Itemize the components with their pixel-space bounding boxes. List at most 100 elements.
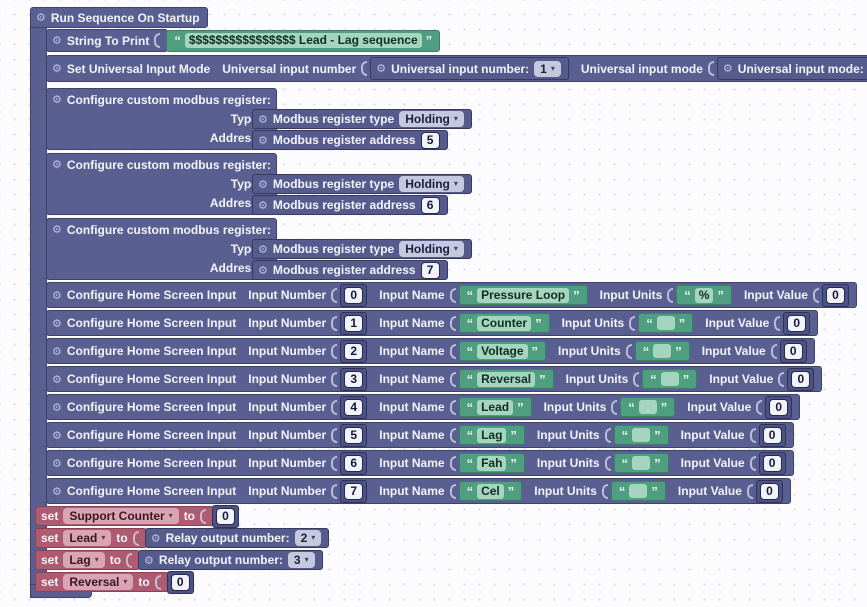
variable-dropdown[interactable]: Support Counter▾ bbox=[63, 508, 179, 524]
input-value-field[interactable]: 0 bbox=[769, 398, 789, 416]
universal-input-mode-block[interactable]: ⚙ Universal input mode: Analog ▾ input bbox=[716, 57, 867, 80]
input-number-field[interactable]: 4 bbox=[344, 398, 364, 416]
number-shadow-block[interactable]: 6 bbox=[340, 451, 368, 475]
number-shadow-block[interactable]: 3 bbox=[340, 367, 368, 391]
value-field[interactable]: 0 bbox=[216, 507, 236, 525]
address-field[interactable]: 6 bbox=[420, 196, 440, 214]
name-string-block[interactable]: “Cel” bbox=[458, 481, 523, 501]
units-field[interactable] bbox=[653, 344, 672, 358]
input-number-field[interactable]: 5 bbox=[344, 426, 364, 444]
value-shadow-block[interactable]: 0 bbox=[787, 367, 815, 391]
register-type-dropdown[interactable]: Holding▾ bbox=[399, 241, 464, 257]
configure-home-screen-input-block[interactable]: ⚙ Configure Home Screen Input Input Numb… bbox=[46, 422, 794, 448]
number-shadow-block[interactable]: 1 bbox=[340, 311, 368, 335]
name-string-block[interactable]: “Pressure Loop” bbox=[458, 285, 588, 305]
units-field[interactable] bbox=[660, 372, 679, 386]
string-literal-block[interactable]: “ $$$$$$$$$$$$$$$$ Lead - Lag sequence ” bbox=[166, 29, 441, 52]
set-variable-block[interactable]: set Lead▾ to ⚙ Relay output number: 2▾ bbox=[35, 528, 330, 548]
set-variable-block[interactable]: set Support Counter▾ to 0 bbox=[35, 504, 240, 528]
run-sequence-on-startup-block[interactable]: ⚙ Run Sequence On Startup bbox=[30, 7, 208, 28]
input-value-field[interactable]: 0 bbox=[825, 286, 845, 304]
name-field[interactable]: Voltage bbox=[477, 343, 528, 359]
relay-output-number-block[interactable]: ⚙ Relay output number: 3▾ bbox=[138, 550, 323, 570]
input-number-field[interactable]: 0 bbox=[344, 286, 364, 304]
units-string-block[interactable]: “” bbox=[638, 313, 694, 333]
address-field[interactable]: 7 bbox=[420, 261, 440, 279]
register-type-dropdown[interactable]: Holding▾ bbox=[399, 176, 464, 192]
variable-dropdown[interactable]: Reversal▾ bbox=[63, 574, 134, 590]
configure-modbus-register-block[interactable]: ⚙Configure custom modbus register: Type … bbox=[46, 218, 277, 280]
register-type-dropdown[interactable]: Holding▾ bbox=[399, 111, 464, 127]
variable-dropdown[interactable]: Lag▾ bbox=[63, 552, 105, 568]
input-value-field[interactable]: 0 bbox=[787, 314, 807, 332]
configure-home-screen-input-block[interactable]: ⚙ Configure Home Screen Input Input Numb… bbox=[46, 282, 857, 308]
relay-number-dropdown[interactable]: 2▾ bbox=[294, 530, 322, 546]
input-value-field[interactable]: 0 bbox=[783, 342, 803, 360]
value-shadow-block[interactable]: 0 bbox=[779, 339, 807, 363]
number-shadow-block[interactable]: 7 bbox=[340, 479, 368, 503]
set-variable-block[interactable]: set Lag▾ to ⚙ Relay output number: 3▾ bbox=[35, 550, 323, 570]
units-string-block[interactable]: “” bbox=[613, 425, 669, 445]
units-string-block[interactable]: “” bbox=[610, 481, 666, 501]
units-field[interactable]: % bbox=[694, 287, 714, 303]
units-string-block[interactable]: “” bbox=[620, 397, 676, 417]
units-field[interactable] bbox=[629, 484, 648, 498]
input-value-field[interactable]: 0 bbox=[762, 426, 782, 444]
name-string-block[interactable]: “Lead” bbox=[458, 397, 532, 417]
units-field[interactable] bbox=[632, 456, 651, 470]
name-string-block[interactable]: “Lag” bbox=[458, 425, 525, 445]
number-shadow-block[interactable]: 0 bbox=[340, 283, 368, 307]
string-field[interactable]: $$$$$$$$$$$$$$$$ Lead - Lag sequence bbox=[184, 33, 422, 48]
value-field[interactable]: 0 bbox=[170, 573, 190, 591]
relay-output-number-block[interactable]: ⚙ Relay output number: 2▾ bbox=[144, 528, 330, 548]
universal-input-number-dropdown[interactable]: 1 ▾ bbox=[534, 60, 561, 77]
name-field[interactable]: Reversal bbox=[477, 371, 536, 387]
configure-home-screen-input-block[interactable]: ⚙ Configure Home Screen Input Input Numb… bbox=[46, 450, 794, 476]
units-string-block[interactable]: “%” bbox=[676, 285, 732, 305]
string-to-print-block[interactable]: ⚙ String To Print “ $$$$$$$$$$$$$$$$ Lea… bbox=[46, 29, 441, 52]
configure-home-screen-input-block[interactable]: ⚙ Configure Home Screen Input Input Numb… bbox=[46, 394, 801, 420]
relay-number-dropdown[interactable]: 3▾ bbox=[287, 552, 315, 568]
configure-modbus-register-block[interactable]: ⚙Configure custom modbus register: Type … bbox=[46, 153, 277, 215]
value-shadow-block[interactable]: 0 bbox=[821, 283, 849, 307]
value-shadow-block[interactable]: 0 bbox=[212, 504, 240, 528]
name-string-block[interactable]: “Fah” bbox=[458, 453, 525, 473]
value-shadow-block[interactable]: 0 bbox=[758, 451, 786, 475]
name-field[interactable]: Fah bbox=[477, 455, 507, 471]
units-field[interactable] bbox=[632, 428, 651, 442]
configure-home-screen-input-block[interactable]: ⚙ Configure Home Screen Input Input Numb… bbox=[46, 478, 791, 504]
value-shadow-block[interactable]: 0 bbox=[758, 423, 786, 447]
input-value-field[interactable]: 0 bbox=[759, 482, 779, 500]
configure-home-screen-input-block[interactable]: ⚙ Configure Home Screen Input Input Numb… bbox=[46, 338, 815, 364]
configure-home-screen-input-block[interactable]: ⚙ Configure Home Screen Input Input Numb… bbox=[46, 310, 819, 336]
units-string-block[interactable]: “” bbox=[634, 341, 690, 361]
set-universal-input-mode-block[interactable]: ⚙ Set Universal Input Mode Universal inp… bbox=[46, 55, 867, 82]
units-string-block[interactable]: “” bbox=[613, 453, 669, 473]
name-string-block[interactable]: “Counter” bbox=[458, 313, 550, 333]
number-shadow-block[interactable]: 4 bbox=[340, 395, 368, 419]
configure-home-screen-input-block[interactable]: ⚙ Configure Home Screen Input Input Numb… bbox=[46, 366, 823, 392]
address-field[interactable]: 5 bbox=[420, 131, 440, 149]
name-field[interactable]: Cel bbox=[477, 483, 504, 499]
name-string-block[interactable]: “Reversal” bbox=[458, 369, 554, 389]
configure-modbus-register-block[interactable]: ⚙Configure custom modbus register: Type … bbox=[46, 88, 277, 150]
universal-input-number-block[interactable]: ⚙ Universal input number: 1 ▾ bbox=[370, 57, 569, 80]
name-field[interactable]: Lead bbox=[477, 399, 514, 415]
name-field[interactable]: Pressure Loop bbox=[477, 287, 570, 303]
value-shadow-block[interactable]: 0 bbox=[166, 570, 194, 594]
name-field[interactable]: Lag bbox=[477, 427, 507, 443]
input-number-field[interactable]: 6 bbox=[344, 454, 364, 472]
input-value-field[interactable]: 0 bbox=[762, 454, 782, 472]
input-number-field[interactable]: 2 bbox=[344, 342, 364, 360]
name-string-block[interactable]: “Voltage” bbox=[458, 341, 547, 361]
set-variable-block[interactable]: set Reversal▾ to 0 bbox=[35, 570, 194, 594]
input-value-field[interactable]: 0 bbox=[791, 370, 811, 388]
units-string-block[interactable]: “” bbox=[642, 369, 698, 389]
value-shadow-block[interactable]: 0 bbox=[765, 395, 793, 419]
